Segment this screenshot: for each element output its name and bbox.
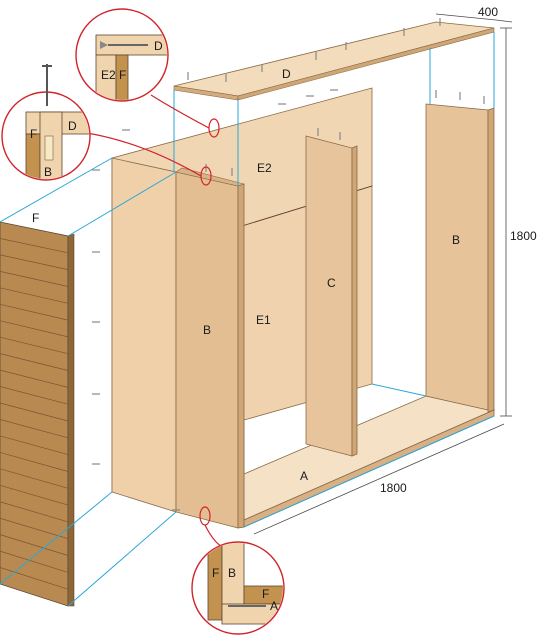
detail3-label-f-left: F — [212, 566, 219, 580]
screws — [92, 18, 485, 511]
label-e1: E1 — [256, 313, 271, 327]
panel-b-left-top — [175, 167, 246, 187]
cladding-board-seam — [0, 484, 69, 506]
dim-height: 1800 — [510, 229, 537, 243]
panel-f-cladding — [0, 221, 75, 607]
panel-c-edge — [351, 145, 358, 457]
panel-d-top — [173, 21, 495, 97]
detail1-label-e2: E2 — [101, 68, 116, 82]
cladding-board-seam — [0, 534, 69, 556]
cladding-board-seam — [0, 567, 69, 590]
detail3-label-f-right: F — [262, 587, 269, 601]
cladding-board-seam — [0, 320, 69, 338]
panel-a-bottom — [243, 395, 496, 521]
panel-left-side — [111, 157, 177, 513]
cladding-board-seam — [0, 452, 69, 472]
dimension-lines — [253, 13, 513, 535]
panel-b-left-edge — [237, 183, 245, 529]
panel-b-right-edge — [487, 107, 495, 413]
label-e2: E2 — [257, 161, 272, 175]
cladding-board-seam — [0, 517, 69, 540]
detail2-label-f: F — [30, 127, 37, 141]
detail-callout-top-left: D F B — [1, 64, 91, 181]
label-f: F — [32, 211, 39, 225]
label-c: C — [327, 276, 336, 290]
label-b-front: B — [203, 323, 211, 337]
detail1-label-f: F — [119, 68, 126, 82]
detail3-label-b: B — [228, 566, 236, 580]
cladding-board-seam — [0, 369, 69, 388]
label-d: D — [282, 67, 291, 81]
cladding-board-seam — [0, 303, 69, 321]
cladding-board-seam — [0, 501, 69, 523]
dim-width: 1800 — [380, 481, 407, 495]
cladding-board-seam — [0, 550, 69, 573]
cladding-board-seam — [0, 238, 69, 254]
label-b-back: B — [452, 233, 460, 247]
cladding-board-seam — [0, 287, 69, 304]
panel-b-right — [425, 103, 489, 411]
cladding-board-seam — [0, 468, 69, 489]
assembly-leaders — [0, 32, 495, 607]
dim-depth: 400 — [478, 5, 498, 19]
cladding-board-seam — [0, 386, 69, 405]
cladding-board-seam — [0, 435, 69, 455]
cladding-board-seam — [0, 419, 69, 439]
cladding-board-seam — [0, 271, 69, 287]
label-a: A — [300, 469, 308, 483]
detail2-label-d: D — [68, 119, 77, 133]
detail2-label-b: B — [44, 165, 52, 179]
panel-b-left — [175, 171, 239, 529]
detail-callout-top-right: D E2 F — [75, 8, 169, 102]
cladding-board-seam — [0, 402, 69, 422]
detail3-label-a: A — [270, 599, 278, 613]
cladding-board-seam — [0, 254, 69, 270]
detail-callout-bottom: F B F A — [191, 541, 285, 635]
panel-c-divider — [305, 135, 353, 457]
cladding-board-seam — [0, 336, 69, 355]
detail1-label-d: D — [154, 39, 163, 53]
cladding-board-seam — [0, 353, 69, 371]
